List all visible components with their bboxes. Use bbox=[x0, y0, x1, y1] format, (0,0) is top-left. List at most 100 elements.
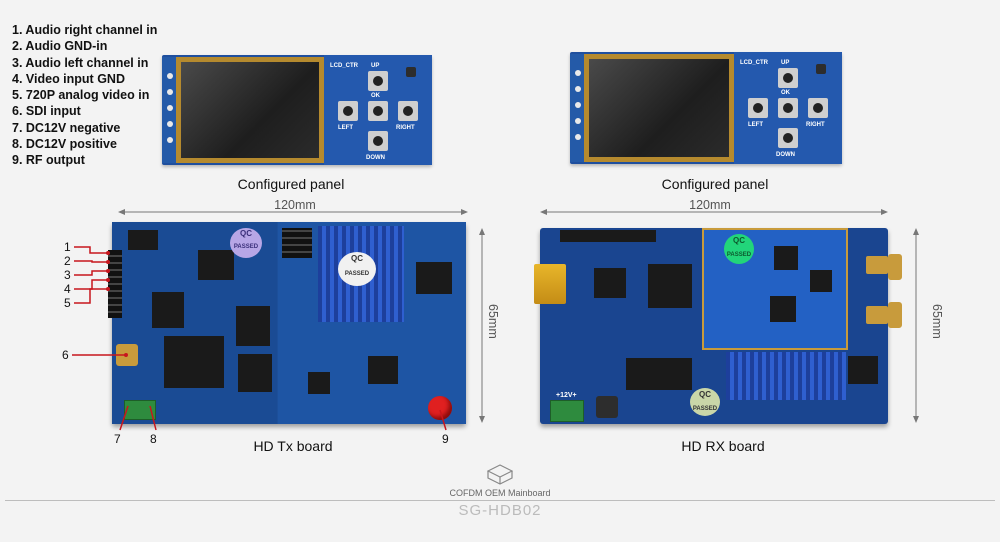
callout-number-2: 2 bbox=[64, 254, 71, 268]
configured-panel-right: LCD_CTR UP OK LEFT RIGHT DOWN bbox=[570, 52, 842, 164]
hd-tx-board: QC PASSED QC PASSED bbox=[108, 222, 466, 424]
lcd-ctr-label: LCD_CTR bbox=[330, 63, 358, 69]
rx-pin-header bbox=[560, 230, 656, 242]
panel-caption-right: Configured panel bbox=[661, 176, 769, 192]
callout-number-8: 8 bbox=[150, 432, 157, 446]
legend-item: 2. Audio GND-in bbox=[12, 39, 108, 54]
tx-chip bbox=[416, 262, 452, 294]
right-label: RIGHT bbox=[806, 122, 825, 128]
up-label: UP bbox=[781, 60, 790, 66]
left-button[interactable] bbox=[338, 101, 358, 121]
tx-connector bbox=[128, 230, 158, 250]
callout-number-6: 6 bbox=[62, 348, 69, 362]
tx-width-label: 120mm bbox=[274, 198, 316, 212]
rx-board-caption: HD RX board bbox=[681, 438, 765, 454]
left-label: LEFT bbox=[748, 122, 763, 128]
power-terminal bbox=[550, 400, 584, 422]
antenna-sma-2 bbox=[888, 302, 902, 328]
rf-chip bbox=[810, 270, 832, 292]
rf-output-connector bbox=[428, 396, 452, 420]
header-pin bbox=[575, 134, 581, 140]
header-pin bbox=[575, 86, 581, 92]
qc-text: QC bbox=[240, 229, 252, 238]
legend-item: 4. Video input GND bbox=[12, 71, 125, 86]
tx-chip bbox=[308, 372, 330, 394]
qc-passed-text: PASSED bbox=[344, 271, 370, 277]
hdmi-output-connector bbox=[534, 264, 566, 304]
down-label: DOWN bbox=[366, 155, 385, 161]
qc-text: QC bbox=[733, 236, 745, 245]
antenna-connector-2 bbox=[866, 306, 888, 324]
down-button[interactable] bbox=[368, 131, 388, 151]
up-button[interactable] bbox=[368, 71, 388, 91]
header-pin bbox=[575, 70, 581, 76]
power-label: +12V+ bbox=[556, 392, 577, 399]
callout-number-9: 9 bbox=[442, 432, 449, 446]
panel-caption-left: Configured panel bbox=[237, 176, 345, 192]
up-label: UP bbox=[371, 63, 380, 69]
configured-panel-left: LCD_CTR UP OK LEFT RIGHT DOWN bbox=[162, 55, 432, 165]
tact-switch bbox=[816, 64, 826, 74]
ok-label: OK bbox=[371, 93, 380, 99]
legend-item: 5. 720P analog video in bbox=[12, 88, 150, 103]
rx-width-label: 120mm bbox=[689, 198, 731, 212]
tx-height-arrow bbox=[479, 228, 485, 423]
qc-passed-badge: QC PASSED bbox=[690, 388, 720, 416]
rx-height-arrow bbox=[913, 228, 919, 423]
header-pin bbox=[575, 102, 581, 108]
legend-item: 1. Audio right channel in bbox=[12, 23, 158, 37]
lcd-screen bbox=[584, 54, 734, 162]
rx-chip bbox=[594, 268, 626, 298]
qc-text: QC bbox=[699, 390, 711, 399]
keypad-board: LCD_CTR UP OK LEFT RIGHT DOWN bbox=[734, 52, 842, 164]
ok-label: OK bbox=[781, 90, 790, 96]
av-input-header bbox=[108, 250, 122, 318]
header-pin bbox=[575, 118, 581, 124]
left-button[interactable] bbox=[748, 98, 768, 118]
qc-passed-text: PASSED bbox=[726, 252, 752, 258]
brand-model: SG-HDB02 bbox=[458, 502, 542, 519]
rf-chip bbox=[774, 246, 798, 270]
down-label: DOWN bbox=[776, 152, 795, 158]
ok-button[interactable] bbox=[368, 101, 388, 121]
legend-item: 6. SDI input bbox=[12, 104, 81, 119]
qc-passed-badge: QC PASSED bbox=[338, 252, 376, 286]
tx-chip bbox=[198, 250, 234, 280]
inductor bbox=[596, 396, 618, 418]
rf-chip bbox=[368, 356, 398, 384]
tx-chip bbox=[236, 306, 270, 346]
legend-item: 9. RF output bbox=[12, 153, 85, 168]
legend-item: 7. DC12V negative bbox=[12, 120, 121, 135]
tx-width-arrow bbox=[118, 209, 468, 215]
header-pin bbox=[167, 73, 173, 79]
up-button[interactable] bbox=[778, 68, 798, 88]
panel-edge-connector bbox=[570, 54, 586, 162]
callout-number-4: 4 bbox=[64, 282, 71, 296]
callout-number-5: 5 bbox=[64, 296, 71, 310]
header-pin bbox=[167, 89, 173, 95]
legend-item: 8. DC12V positive bbox=[12, 137, 117, 152]
tx-chip bbox=[152, 292, 184, 328]
lcd-screen bbox=[176, 57, 324, 163]
antenna-sma-1 bbox=[888, 254, 902, 280]
antenna-connector-1 bbox=[866, 256, 888, 274]
power-terminal bbox=[124, 400, 156, 420]
qc-passed-badge: QC PASSED bbox=[230, 228, 262, 258]
qc-text: QC bbox=[351, 254, 363, 263]
right-button[interactable] bbox=[808, 98, 828, 118]
brand-subtitle: COFDM OEM Mainboard bbox=[449, 488, 551, 498]
down-button[interactable] bbox=[778, 128, 798, 148]
callout-number-3: 3 bbox=[64, 268, 71, 282]
hd-rx-board: +12V+ QC PASSED QC PASSED bbox=[534, 228, 888, 424]
qc-passed-text: PASSED bbox=[233, 244, 259, 250]
ok-button[interactable] bbox=[778, 98, 798, 118]
tx-board-caption: HD Tx board bbox=[253, 438, 333, 454]
right-button[interactable] bbox=[398, 101, 418, 121]
header-pin bbox=[167, 137, 173, 143]
port-legend: 1. Audio right channel in 2. Audio GND-i… bbox=[12, 22, 157, 169]
header-pin bbox=[167, 105, 173, 111]
heatsink bbox=[726, 352, 846, 400]
callout-number-7: 7 bbox=[114, 432, 121, 446]
qc-passed-badge: QC PASSED bbox=[724, 234, 754, 264]
